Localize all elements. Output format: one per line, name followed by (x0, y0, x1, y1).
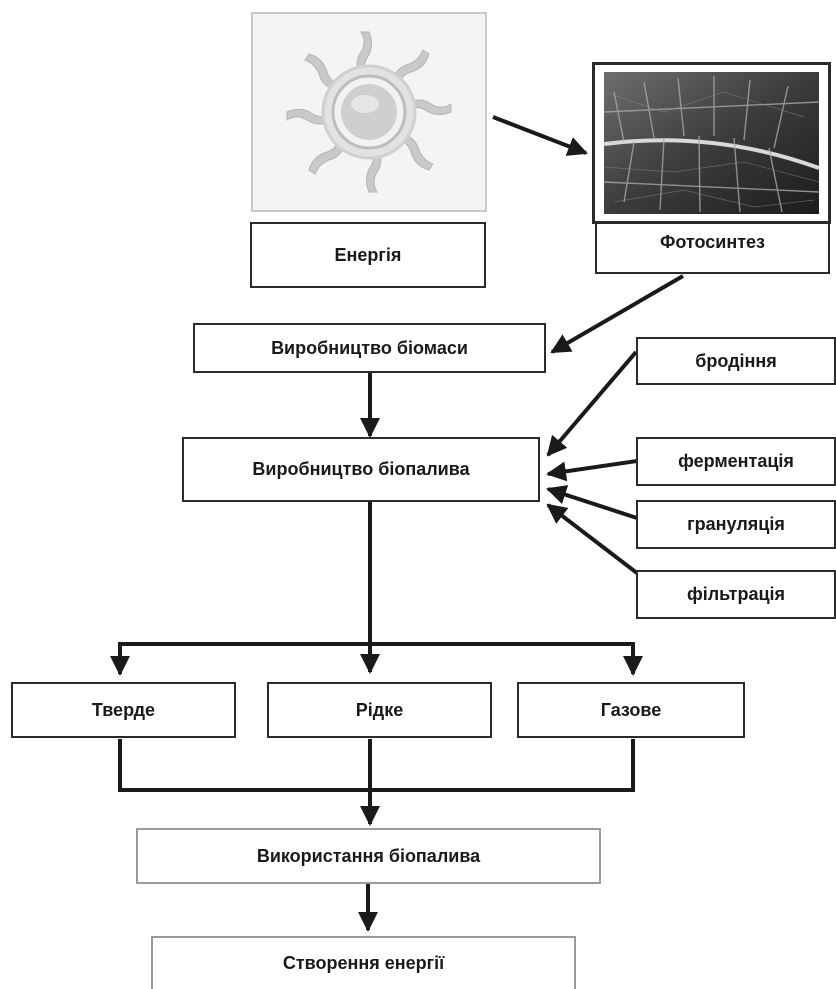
gas-box: Газове (517, 682, 745, 738)
filtration-box: фільтрація (636, 570, 836, 619)
arrow-sun-to-leaf (492, 115, 588, 156)
energy-label: Енергія (334, 244, 402, 265)
distribution-bar (118, 642, 635, 672)
biomass-production-label: Виробництво біомаси (271, 337, 468, 358)
granulation-box: грануляція (636, 500, 836, 549)
liquid-label: Рідке (355, 699, 404, 720)
biofuel-use-label: Використання біопалива (256, 845, 481, 866)
biomass-production-box: Виробництво біомаси (193, 323, 546, 373)
energy-creation-label: Створення енергії (282, 953, 445, 973)
sun-icon (253, 14, 485, 210)
filtration-label: фільтрація (686, 584, 786, 604)
gas-label: Газове (600, 699, 662, 720)
granulation-label: грануляція (687, 514, 785, 534)
leaf-image (592, 62, 831, 224)
arrow-granulation (546, 485, 638, 520)
photosynthesis-box: Фотосинтез (595, 222, 830, 274)
arrow-fermenting (546, 350, 638, 457)
solid-box: Тверде (11, 682, 236, 738)
solid-label: Тверде (91, 699, 156, 720)
arrow-fermentation (546, 459, 638, 482)
photosynthesis-label: Фотосинтез (660, 232, 765, 252)
biofuel-production-label: Виробництво біопалива (252, 459, 470, 479)
arrow-photosynthesis-to-biomass (550, 274, 685, 354)
energy-box: Енергія (250, 222, 486, 288)
biofuel-production-box: Виробництво біопалива (182, 437, 540, 502)
biofuel-use-box: Використання біопалива (136, 828, 601, 884)
energy-creation-box: Створення енергії (151, 936, 576, 989)
liquid-box: Рідке (267, 682, 492, 738)
fermenting-label: бродіння (695, 350, 777, 371)
leaf-photo (603, 72, 820, 214)
arrow-filtration (546, 503, 639, 575)
fermentation-label: ферментація (678, 451, 794, 471)
merge-bar (118, 739, 635, 792)
sun-image (251, 12, 487, 212)
fermentation-box: ферментація (636, 437, 836, 486)
fermenting-box: бродіння (636, 337, 836, 385)
